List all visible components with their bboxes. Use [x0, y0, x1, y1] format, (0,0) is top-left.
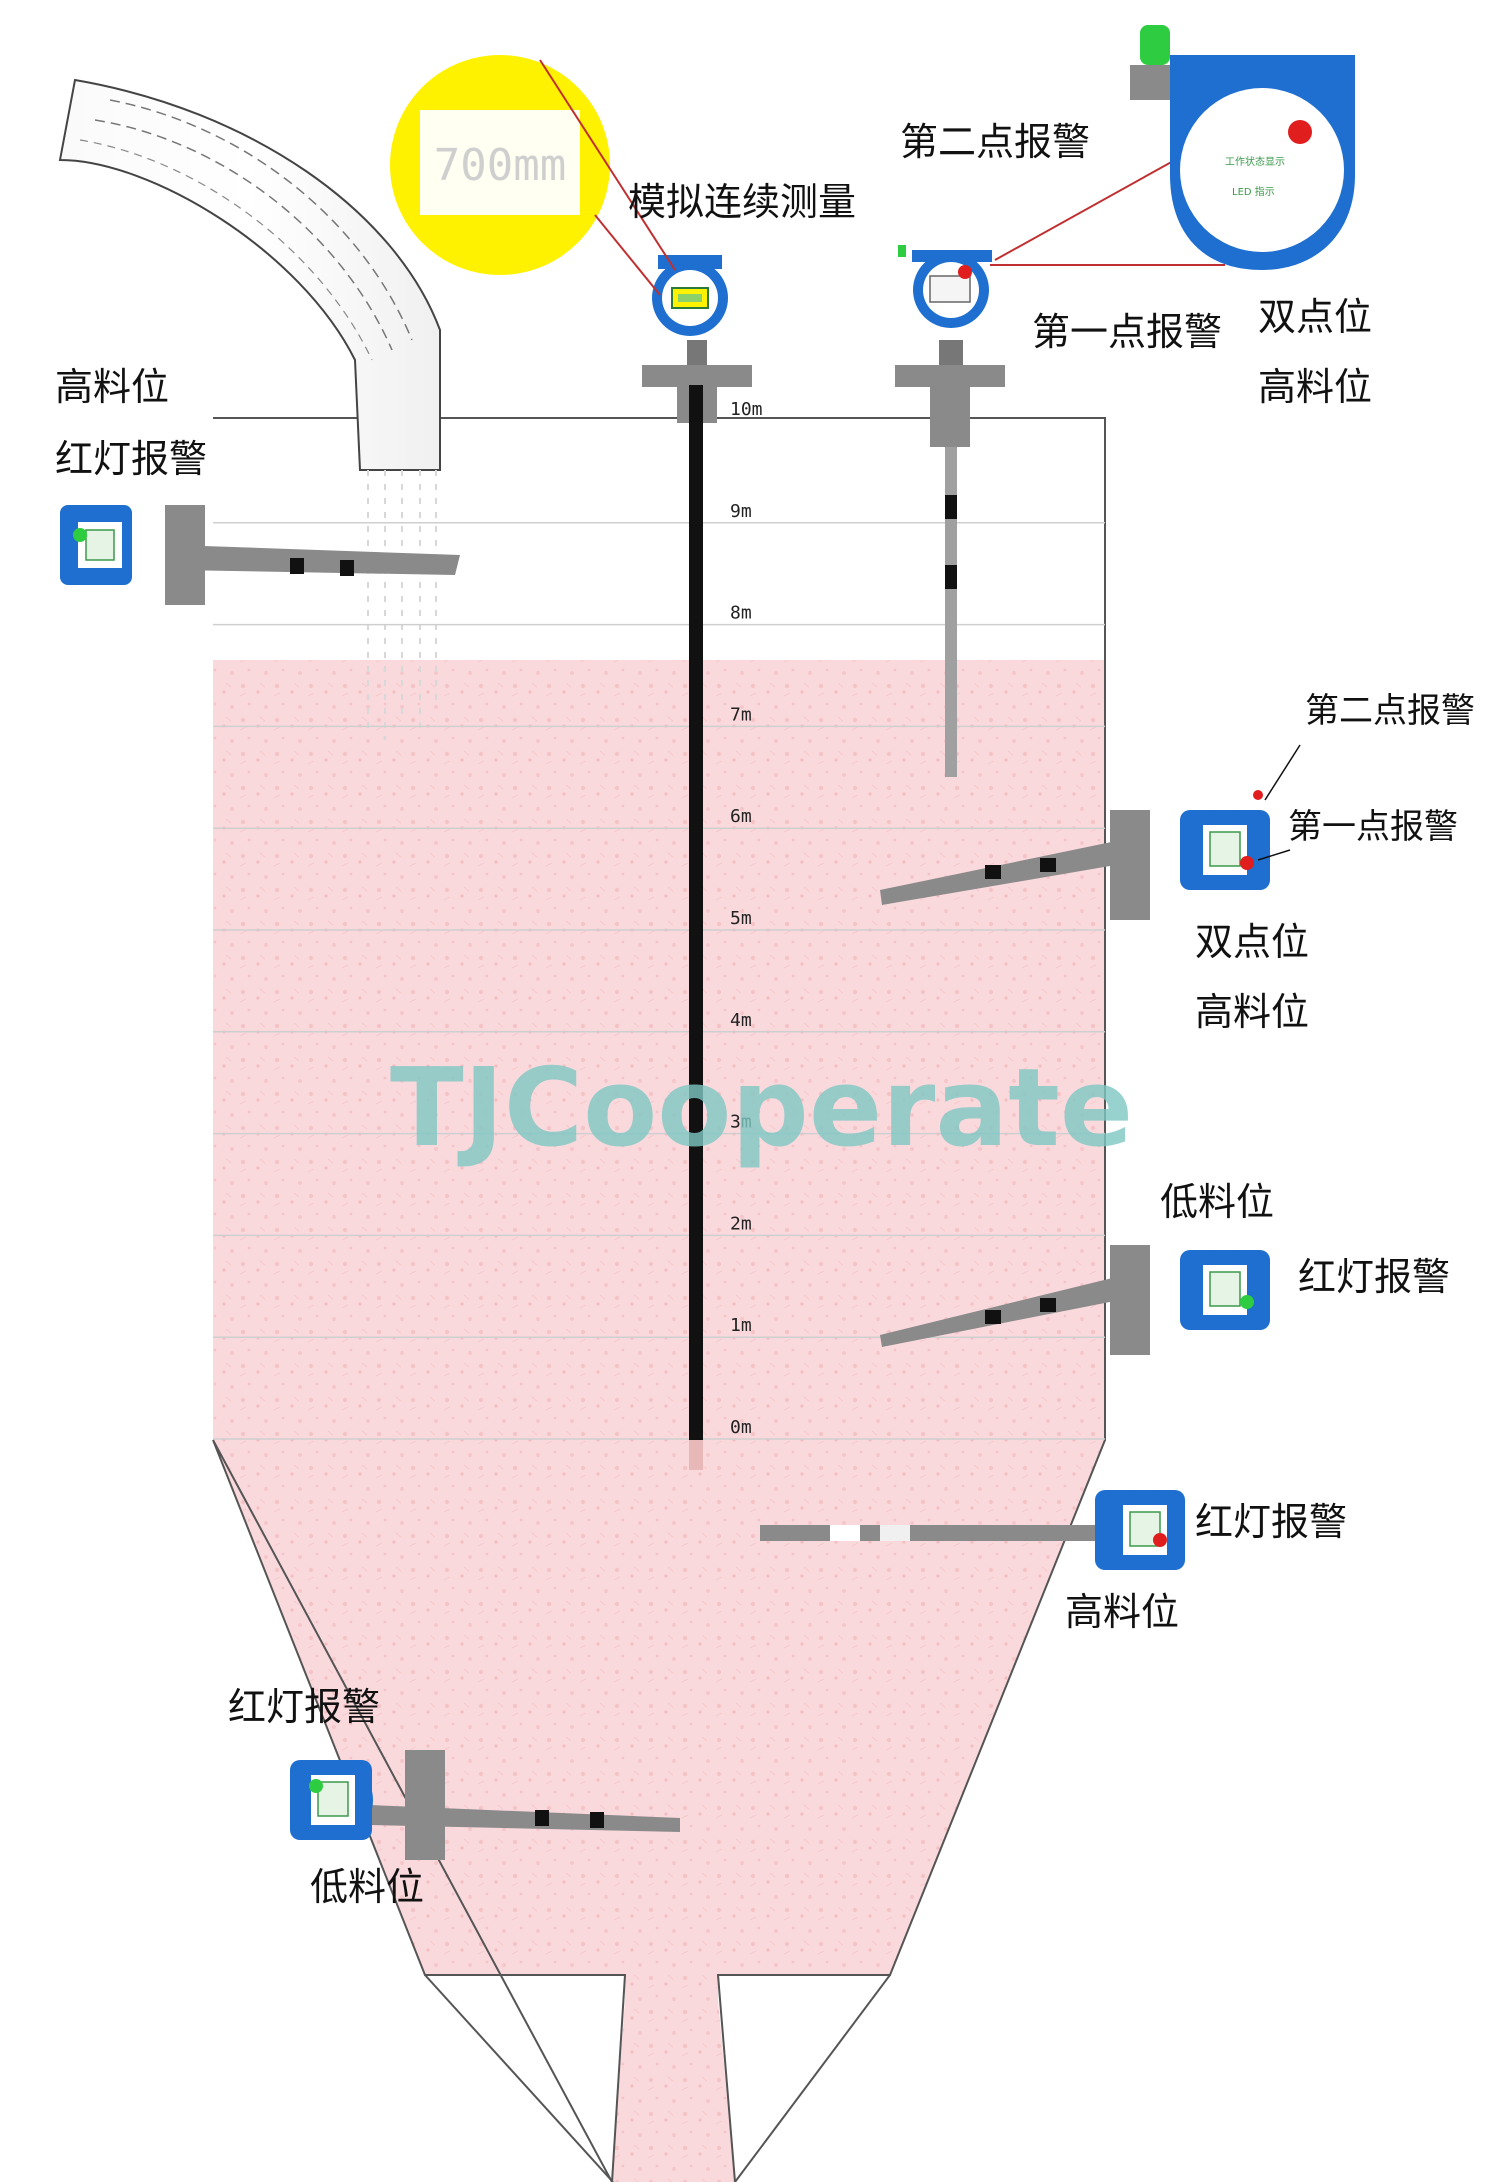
label-right-red-alarm: 红灯报警: [1298, 1255, 1450, 1299]
watermark: TJCooperate: [390, 1046, 1133, 1171]
label-cone-red-alarm: 红灯报警: [1195, 1500, 1347, 1544]
label-cone-high: 高料位: [1065, 1590, 1179, 1634]
label-right-second-alarm: 第二点报警: [1305, 691, 1475, 731]
dual-point-top-transmitter: [898, 159, 1225, 328]
scale-label: 10m: [730, 399, 763, 420]
label-left-red-alarm: 红灯报警: [55, 437, 207, 481]
label-right-low: 低料位: [1160, 1180, 1274, 1224]
label-left-high: 高料位: [55, 365, 169, 409]
label-bottom-low: 低料位: [310, 1865, 424, 1909]
label-top-high: 高料位: [1258, 365, 1372, 409]
dual-point-top-probe: [895, 340, 1005, 777]
scale-label: 7m: [730, 704, 752, 725]
scale-label: 4m: [730, 1010, 752, 1031]
right-low-level-sensor: [880, 1245, 1270, 1355]
scale-label: 8m: [730, 603, 752, 624]
bottom-low-level-sensor: [290, 1750, 680, 1860]
cone-high-level-sensor: [760, 1490, 1185, 1570]
right-dual-point-sensor: [880, 744, 1301, 920]
scale-label: 2m: [730, 1213, 752, 1234]
label-top-second-alarm: 第二点报警: [900, 120, 1090, 164]
label-top-dual: 双点位: [1258, 295, 1372, 339]
label-bottom-red-alarm: 红灯报警: [228, 1685, 380, 1729]
analog-transmitter: [652, 255, 728, 336]
label-analog: 模拟连续测量: [628, 180, 856, 224]
continuous-probe: [642, 340, 752, 1470]
dual-point-large-instrument: 工作状态显示 LED 指示: [1130, 25, 1355, 270]
left-high-level-sensor: [60, 505, 460, 605]
label-right-high: 高料位: [1195, 990, 1309, 1034]
display-value: 700mm: [434, 140, 566, 191]
scale-label: 9m: [730, 501, 752, 522]
scale-label: 5m: [730, 908, 752, 929]
material-fill: [213, 660, 1105, 2182]
scale-lines: 10m 9m 8m 7m 6m 5m 4m 3m 2m 1m 0m: [213, 399, 1105, 1440]
label-right-dual: 双点位: [1195, 920, 1309, 964]
label-top-first-alarm: 第一点报警: [1032, 310, 1222, 354]
label-right-first-alarm: 第一点报警: [1288, 807, 1458, 847]
cone-line-right: [734, 1974, 891, 2182]
scale-label: 0m: [730, 1417, 752, 1438]
feed-pipe: [58, 78, 441, 740]
display-callout: 700mm: [390, 55, 676, 296]
svg-text:工作状态显示: 工作状态显示: [1225, 155, 1285, 168]
scale-label: 6m: [730, 806, 752, 827]
scale-label: 1m: [730, 1315, 752, 1336]
cone-line-left: [424, 1974, 614, 2182]
svg-text:LED 指示: LED 指示: [1232, 185, 1275, 198]
scale-label: 3m: [730, 1112, 752, 1133]
